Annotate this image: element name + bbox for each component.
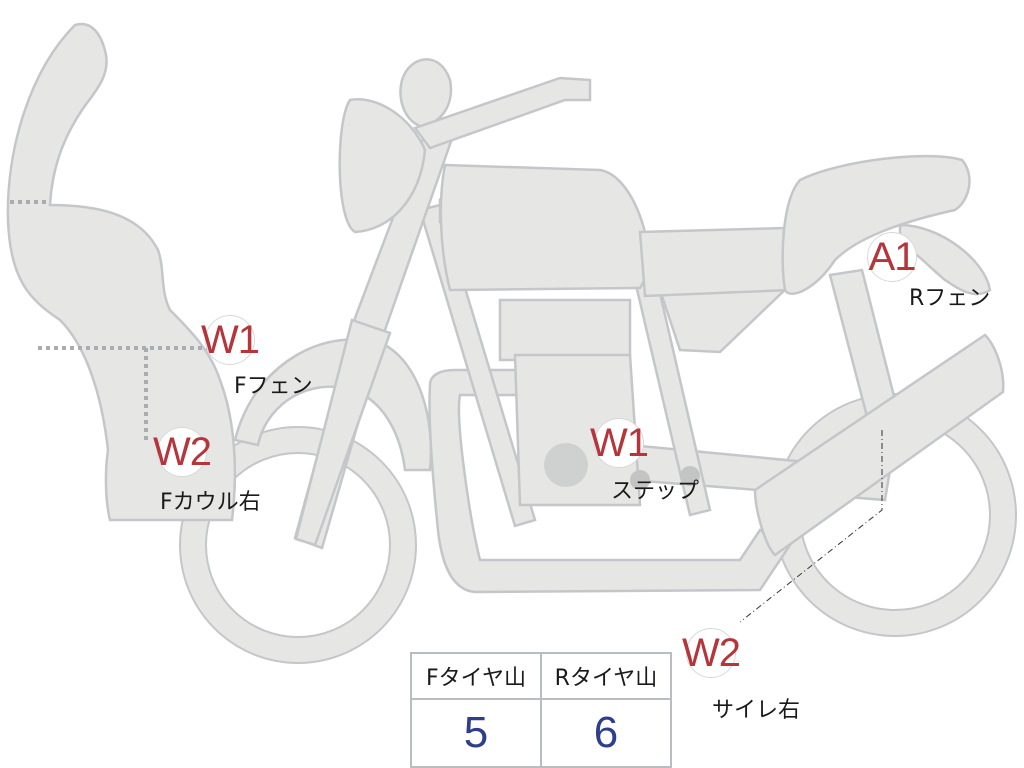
muffler-leader-line — [739, 430, 883, 623]
exhaust-pipe — [428, 368, 792, 594]
headlight — [338, 98, 427, 234]
fork-slider — [294, 318, 392, 547]
fuel-tank — [439, 163, 652, 292]
front-seat — [638, 226, 792, 298]
front-wheel — [179, 426, 417, 664]
damage-code-badge: A1 — [867, 232, 917, 282]
part-label: Rフェン — [909, 286, 991, 311]
front-cowl — [6, 22, 237, 522]
damage-code-badge: W2 — [682, 628, 741, 678]
part-label: Fカウル右 — [160, 490, 261, 515]
damage-code-badge: W1 — [201, 315, 260, 365]
engine-cover — [544, 443, 588, 487]
engine-head — [498, 298, 632, 362]
handlebar — [412, 76, 592, 150]
part-label: ステップ — [611, 479, 700, 504]
front-fender — [233, 338, 433, 472]
tail-section — [898, 223, 992, 296]
muffler — [753, 333, 1005, 557]
step-peg-rear — [680, 466, 700, 486]
damage-code-badge: W2 — [153, 427, 212, 477]
rear-tire-tread-header: Rタイヤ山 — [540, 652, 672, 700]
step-peg-front — [630, 470, 650, 490]
part-label: サイレ右 — [712, 698, 801, 723]
front-tire-tread-header: Fタイヤ山 — [410, 652, 542, 700]
rear-seat — [781, 154, 971, 295]
rear-tire-tread-value: 6 — [540, 698, 672, 768]
damage-code-badge: W1 — [590, 418, 649, 468]
meter — [399, 58, 453, 128]
part-label: Fフェン — [234, 374, 313, 399]
tire-tread-table: Fタイヤ山 Rタイヤ山 5 6 — [410, 652, 672, 768]
front-tire-tread-value: 5 — [410, 698, 542, 768]
